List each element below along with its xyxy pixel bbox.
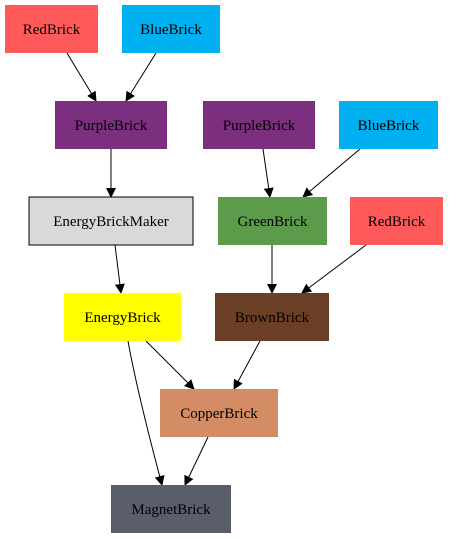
edge-brownbrick-to-copperbrick [233,340,261,390]
node-box [218,197,327,245]
node-label: BlueBrick [358,118,420,134]
node-box [111,485,231,533]
node-label: EnergyBrick [84,310,161,326]
node-energybrick: EnergyBrick [64,293,181,341]
node-label: RedBrick [23,22,81,38]
node-greenbrick: GreenBrick [218,197,327,245]
node-bluebrick-1: BlueBrick [122,5,220,53]
node-box [215,293,329,341]
node-label: BlueBrick [140,22,202,38]
node-box [64,293,181,341]
node-label: CopperBrick [180,406,258,422]
node-bluebrick-2: BlueBrick [339,101,438,149]
node-box [203,101,315,149]
node-box [160,389,278,437]
node-label: BrownBrick [235,310,310,326]
node-redbrick-2: RedBrick [350,197,443,245]
edge-energybrick-to-copperbrick [145,340,195,390]
edges-layer [66,52,367,486]
node-label: MagnetBrick [131,502,211,518]
node-purplebrick-1: PurpleBrick [55,101,167,149]
edge-purplebrick-2-to-greenbrick [262,148,274,198]
node-box [339,101,438,149]
node-purplebrick-2: PurpleBrick [203,101,315,149]
edge-redbrick-2-to-brownbrick [301,244,367,294]
node-box [5,5,98,53]
edge-redbrick-1-to-purplebrick-1 [66,52,97,102]
node-redbrick-1: RedBrick [5,5,98,53]
node-label: PurpleBrick [75,118,148,134]
edge-copperbrick-to-magnetbrick [184,436,209,486]
node-label: PurpleBrick [223,118,296,134]
node-energybrickmaker: EnergyBrickMaker [28,196,194,246]
edge-bluebrick-2-to-greenbrick [302,148,361,198]
node-brownbrick: BrownBrick [215,293,329,341]
node-box [122,5,220,53]
node-magnetbrick: MagnetBrick [111,485,231,533]
node-label: RedBrick [368,214,426,230]
node-copperbrick: CopperBrick [160,389,278,437]
edge-bluebrick-1-to-purplebrick-1 [125,52,157,102]
edge-energybrickmaker-to-energybrick [114,244,125,294]
edge-energybrick-to-magnetbrick [127,340,165,486]
node-label: EnergyBrickMaker [53,214,169,230]
node-box [55,101,167,149]
node-label: GreenBrick [238,214,308,230]
node-box [350,197,443,245]
node-box [28,196,194,246]
